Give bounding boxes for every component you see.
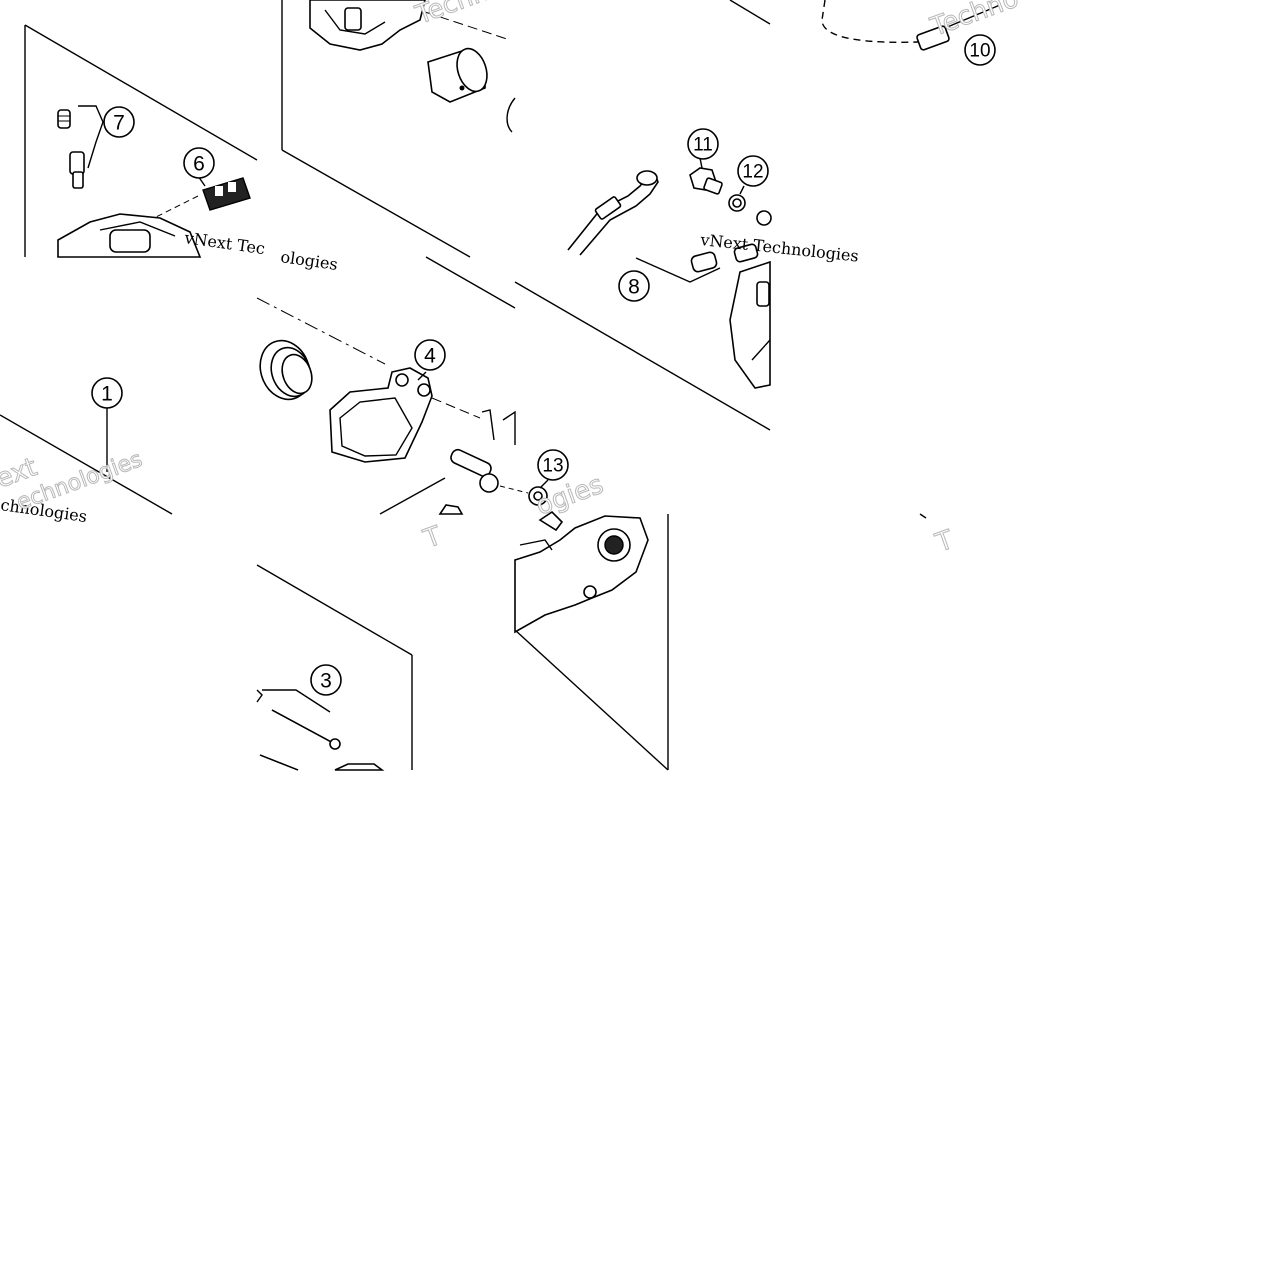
part-fittings-8 [635, 243, 759, 283]
callout-label: 1 [101, 383, 113, 406]
callout-label: 11 [693, 135, 713, 156]
callout-3: 3 [310, 664, 342, 696]
part-banjo-bolt [689, 167, 723, 195]
watermark-text: T [931, 525, 957, 559]
frame-lines [0, 0, 771, 771]
callout-label: 6 [193, 153, 205, 176]
callout-7: 7 [103, 106, 135, 138]
callout-label: 13 [542, 456, 563, 477]
leader-lines [106, 157, 927, 519]
watermark-text: T [419, 521, 445, 555]
part-brake-hose [567, 170, 659, 256]
callout-13: 13 [537, 449, 569, 481]
callout-10: 10 [964, 34, 996, 66]
part-dust-boot [256, 297, 386, 401]
watermark-text: ologies [279, 247, 339, 274]
callout-8: 8 [618, 270, 650, 302]
part-brake-hose-upper [821, 0, 1001, 51]
callout-label: 8 [628, 276, 640, 299]
part-pins [256, 689, 385, 771]
callout-label: 10 [969, 41, 990, 62]
callout-label: 4 [424, 345, 436, 368]
part-pad-spring [139, 177, 251, 226]
callout-4: 4 [414, 339, 446, 371]
part-caliper-half-right [729, 260, 771, 389]
part-brake-pads [329, 367, 481, 463]
watermarks: vNext Tec ologies vNext Technologies chn… [0, 0, 1023, 559]
callout-12: 12 [737, 155, 769, 187]
watermark-text: Techno [411, 0, 507, 31]
callout-label: 12 [742, 162, 763, 183]
callout-label: 3 [320, 670, 332, 693]
part-pad-retainer [481, 409, 516, 445]
callout-6: 6 [183, 147, 215, 179]
callout-label: 7 [113, 112, 125, 135]
part-caliper-body [309, 0, 511, 51]
callout-1: 1 [91, 377, 123, 409]
part-caliper-bracket [514, 510, 649, 634]
part-piston [427, 47, 516, 133]
part-washer-12 [728, 194, 772, 226]
part-bleeder-screws [57, 105, 104, 189]
part-caliper-housing [57, 213, 202, 258]
callout-11: 11 [687, 128, 719, 160]
watermark-text: vNext Technologies [699, 230, 860, 266]
part-slide-pin [438, 448, 548, 515]
